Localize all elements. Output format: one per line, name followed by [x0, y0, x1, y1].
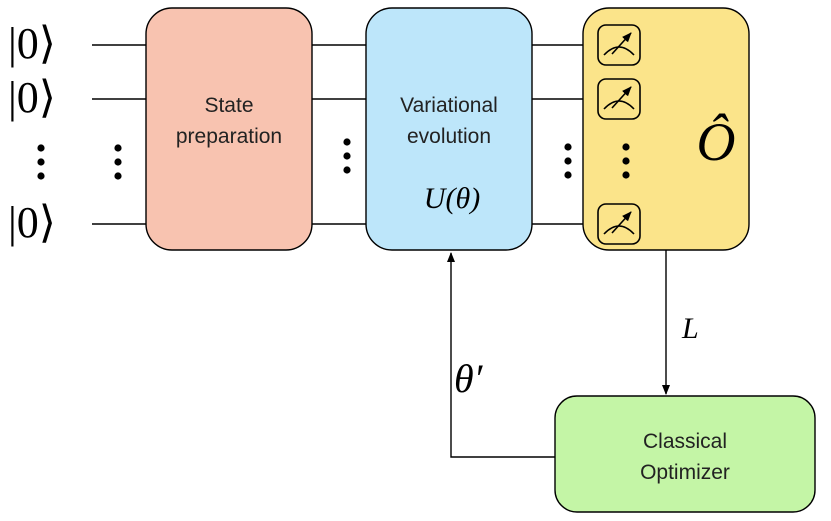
measurement-meter-icon: [597, 203, 641, 245]
variational-evolution-block: Variational evolution U(θ): [365, 7, 533, 251]
observable-label: Ô: [697, 112, 736, 172]
state-preparation-label-1: State: [204, 94, 253, 117]
optimizer-label-1: Classical: [643, 430, 727, 453]
variational-label-2: evolution: [407, 125, 491, 148]
vertical-ellipsis-icon: [37, 144, 45, 180]
input-wires: [92, 44, 146, 225]
measurement-meter-icon: [597, 24, 641, 66]
qubit-ket-top: |0⟩: [8, 19, 56, 68]
measurement-meter-icon: [597, 78, 641, 120]
vertical-ellipsis-icon: [343, 138, 351, 174]
optimizer-label-2: Optimizer: [640, 461, 730, 484]
loss-arrow: L: [662, 250, 699, 395]
vertical-ellipsis-icon: [114, 144, 122, 180]
updated-params-label: θ′: [454, 356, 484, 401]
parameter-feedback-arrow: θ′: [447, 252, 555, 458]
vertical-ellipsis-icon: [564, 143, 572, 179]
vertical-ellipsis-icon: [622, 143, 630, 179]
qubit-ket-bottom: |0⟩: [8, 198, 56, 247]
state-preparation-block: State preparation: [145, 7, 313, 251]
variational-label-1: Variational: [400, 94, 498, 117]
classical-optimizer-block: Classical Optimizer: [554, 395, 816, 513]
state-preparation-label-2: preparation: [176, 125, 282, 148]
measurement-block: Ô: [582, 7, 750, 251]
loss-label: L: [681, 312, 699, 345]
unitary-label: U(θ): [424, 182, 480, 215]
qubit-ket-second: |0⟩: [8, 73, 56, 122]
middle-wires: [312, 44, 366, 225]
